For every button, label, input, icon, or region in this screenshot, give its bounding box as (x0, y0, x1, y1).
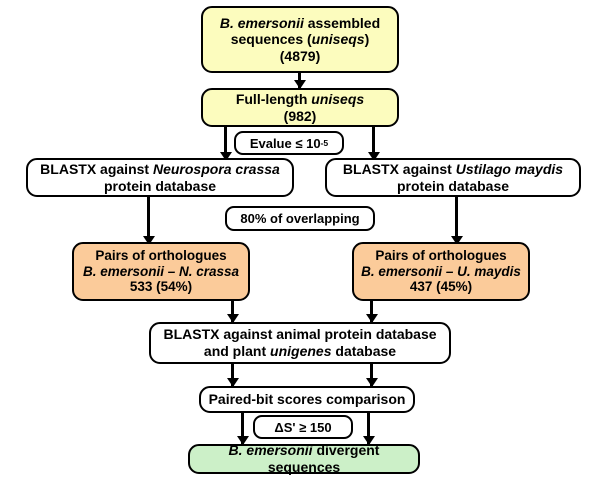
blastx-ustilago-line2: protein database (396, 177, 510, 194)
connector-blastx-ustilago-to-orthologues (455, 196, 458, 242)
paired-bit-label: Paired-bit scores comparison (208, 391, 406, 408)
blastx-animal-plant-line2-post: database (331, 343, 397, 359)
arrowhead-blastx-animal-to-pairedbit-right (366, 378, 378, 387)
node-paired-bit-scores[interactable]: Paired-bit scores comparison (199, 386, 415, 413)
connector-fulllength-to-blastx-ustilago (372, 126, 375, 158)
assembled-sequences-line2-pre: sequences ( (230, 31, 312, 48)
condition-evalue[interactable]: Evalue ≤ 10-5 (234, 131, 344, 155)
connector-blastx-neurospora-to-orthologues (147, 196, 150, 242)
blastx-ustilago-species: Ustilago maydis (455, 160, 564, 177)
condition-overlap[interactable]: 80% of overlapping (225, 206, 375, 231)
arrowhead-pairedbit-to-divergent-right (363, 436, 375, 445)
divergent-sequences-rest: divergent sequences (267, 442, 380, 475)
connector-pairedbit-to-divergent-left (241, 412, 244, 444)
blastx-neurospora-line2: protein database (103, 177, 217, 194)
blastx-animal-plant-line2-pre: and plant (203, 343, 271, 359)
arrowhead-fulllength-to-blastx-ustilago (368, 152, 380, 161)
arrowhead-fulllength-to-blastx-neurospora (220, 152, 232, 161)
node-full-length-uniseqs[interactable]: Full-length uniseqs (982) (201, 88, 399, 127)
arrowhead-orthologues-ncrassa-to-blastx-animal (227, 314, 239, 323)
assembled-sequences-line2-post: ) (364, 31, 370, 48)
arrowhead-assembled-to-fulllength (294, 80, 306, 89)
node-orthologues-ncrassa[interactable]: Pairs of orthologues B. emersonii – N. c… (72, 242, 250, 301)
node-assembled-sequences[interactable]: B. emersonii assembled sequences (uniseq… (201, 6, 399, 73)
condition-overlap-text: 80% of overlapping (240, 211, 360, 226)
assembled-sequences-species: B. emersonii (219, 14, 304, 31)
orthologues-ncrassa-line1: Pairs of orthologues (95, 247, 227, 263)
blastx-animal-plant-line1: BLASTX against animal protein database (163, 326, 437, 343)
blastx-neurospora-species: Neurospora crassa (152, 160, 280, 177)
orthologues-umaydis-count: 437 (45%) (409, 279, 473, 295)
divergent-sequences-species: B. emersonii (228, 442, 313, 459)
connector-orthologues-ncrassa-to-blastx-animal (231, 300, 234, 322)
orthologues-ncrassa-pair: B. emersonii – N. crassa (82, 263, 240, 279)
assembled-sequences-line1-rest: assembled (303, 14, 381, 31)
condition-delta-s-text: ΔS' ≥ 150 (274, 419, 332, 435)
blastx-animal-plant-unigenes: unigenes (270, 343, 332, 359)
arrowhead-blastx-neurospora-to-orthologues (143, 236, 155, 245)
orthologues-umaydis-line1: Pairs of orthologues (375, 247, 507, 263)
node-divergent-sequences[interactable]: B. emersonii divergent sequences (188, 442, 420, 475)
arrowhead-blastx-ustilago-to-orthologues (451, 236, 463, 245)
connector-blastx-animal-to-pairedbit-left (231, 364, 234, 386)
assembled-sequences-count: (4879) (279, 47, 321, 64)
full-length-count: (982) (283, 107, 317, 124)
orthologues-umaydis-pair: B. emersonii – U. maydis (361, 263, 521, 279)
full-length-label-pre: Full-length (235, 90, 312, 107)
connector-fulllength-to-blastx-neurospora (224, 126, 227, 158)
node-blastx-neurospora[interactable]: BLASTX against Neurospora crassa protein… (26, 158, 294, 197)
connector-blastx-animal-to-pairedbit-right (370, 364, 373, 386)
arrowhead-blastx-animal-to-pairedbit-left (227, 378, 239, 387)
node-blastx-ustilago[interactable]: BLASTX against Ustilago maydis protein d… (325, 158, 581, 197)
blastx-ustilago-pre: BLASTX against (342, 160, 456, 177)
arrowhead-pairedbit-to-divergent-left (237, 436, 249, 445)
node-orthologues-umaydis[interactable]: Pairs of orthologues B. emersonii – U. m… (352, 242, 530, 301)
node-blastx-animal-plant[interactable]: BLASTX against animal protein database a… (149, 322, 451, 364)
assembled-sequences-uniseqs: uniseqs (311, 31, 365, 48)
arrowhead-orthologues-umaydis-to-blastx-animal (366, 314, 378, 323)
condition-delta-s[interactable]: ΔS' ≥ 150 (253, 415, 353, 439)
full-length-uniseqs: uniseqs (311, 90, 365, 107)
orthologues-ncrassa-count: 533 (54%) (129, 279, 193, 295)
connector-orthologues-umaydis-to-blastx-animal (370, 300, 373, 322)
blastx-neurospora-pre: BLASTX against (40, 160, 153, 177)
condition-evalue-text: Evalue ≤ 10 (249, 135, 321, 151)
connector-pairedbit-to-divergent-right (367, 412, 370, 444)
